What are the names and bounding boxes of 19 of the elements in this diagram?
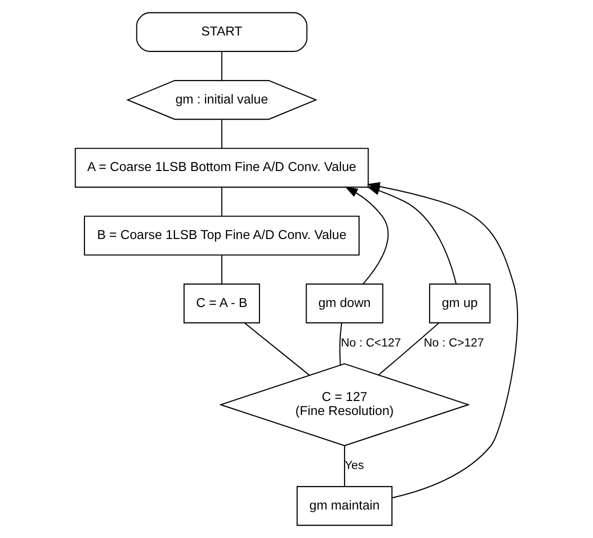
node-box: A = Coarse 1LSB Bottom Fine A/D Conv. Value	[74, 148, 369, 188]
node-box: gm up	[429, 284, 490, 324]
connector	[244, 322, 310, 376]
node-box: START	[136, 12, 308, 52]
node-diamond: C = 127 (Fine Resolution)	[218, 363, 470, 446]
node-box: gm down	[306, 284, 384, 324]
connector	[378, 322, 440, 376]
connector	[221, 255, 222, 284]
edge-label: Yes	[344, 458, 364, 472]
connector	[221, 52, 222, 80]
node-box: B = Coarse 1LSB Top Fine A/D Conv. Value	[84, 216, 360, 256]
connector	[221, 120, 222, 148]
node-box: gm maintain	[296, 486, 392, 526]
connector	[221, 188, 222, 216]
node-box: C = A - B	[184, 284, 260, 324]
connector	[344, 446, 346, 486]
edge-label: No : C<127	[340, 335, 402, 350]
edge-label: No : C>127	[424, 335, 484, 350]
connector	[339, 322, 342, 366]
